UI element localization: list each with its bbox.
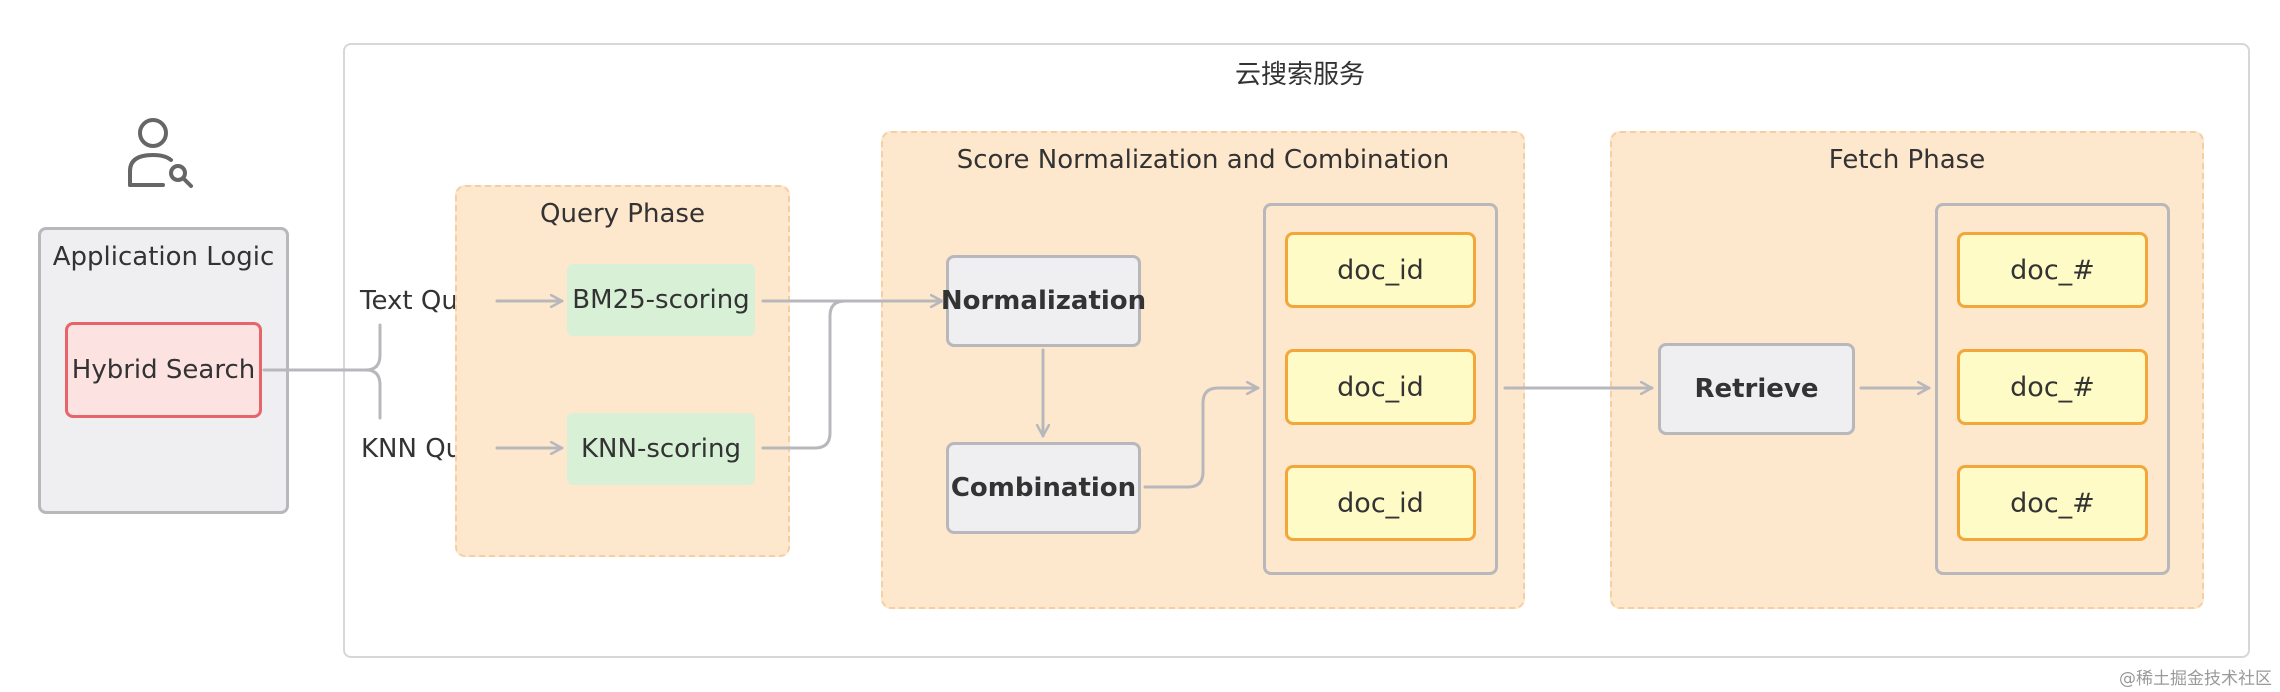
doc-id-list <box>1263 203 1498 575</box>
application-logic-title: Application Logic <box>52 242 275 272</box>
hybrid-search-button[interactable]: Hybrid Search <box>65 322 262 418</box>
combination-box: Combination <box>946 442 1141 534</box>
retrieve-box: Retrieve <box>1658 343 1855 435</box>
knn-scoring-box: KNN-scoring <box>567 413 755 485</box>
user-search-icon <box>128 118 193 188</box>
doc-id-item: doc_id <box>1285 349 1476 425</box>
fetch-phase-title: Fetch Phase <box>1828 145 1986 175</box>
doc-number-list <box>1935 203 2170 575</box>
doc-number-item: doc_# <box>1957 349 2148 425</box>
query-phase-box <box>455 185 790 557</box>
bm25-scoring-box: BM25-scoring <box>567 264 755 336</box>
knn-to-normalization-line <box>761 299 847 450</box>
doc-id-item: doc_id <box>1285 465 1476 541</box>
doc-number-item: doc_# <box>1957 465 2148 541</box>
score-normalization-phase-title: Score Normalization and Combination <box>956 145 1450 175</box>
query-brace <box>364 323 382 420</box>
watermark: @稀土掘金技术社区 <box>2119 669 2272 689</box>
combination-to-docs-line <box>1143 388 1260 489</box>
doc-number-item: doc_# <box>1957 232 2148 308</box>
normalization-box: Normalization <box>941 255 1146 347</box>
cloud-service-title: 云搜索服务 <box>1234 59 1365 90</box>
doc-id-item: doc_id <box>1285 232 1476 308</box>
query-phase-title: Query Phase <box>540 199 705 229</box>
